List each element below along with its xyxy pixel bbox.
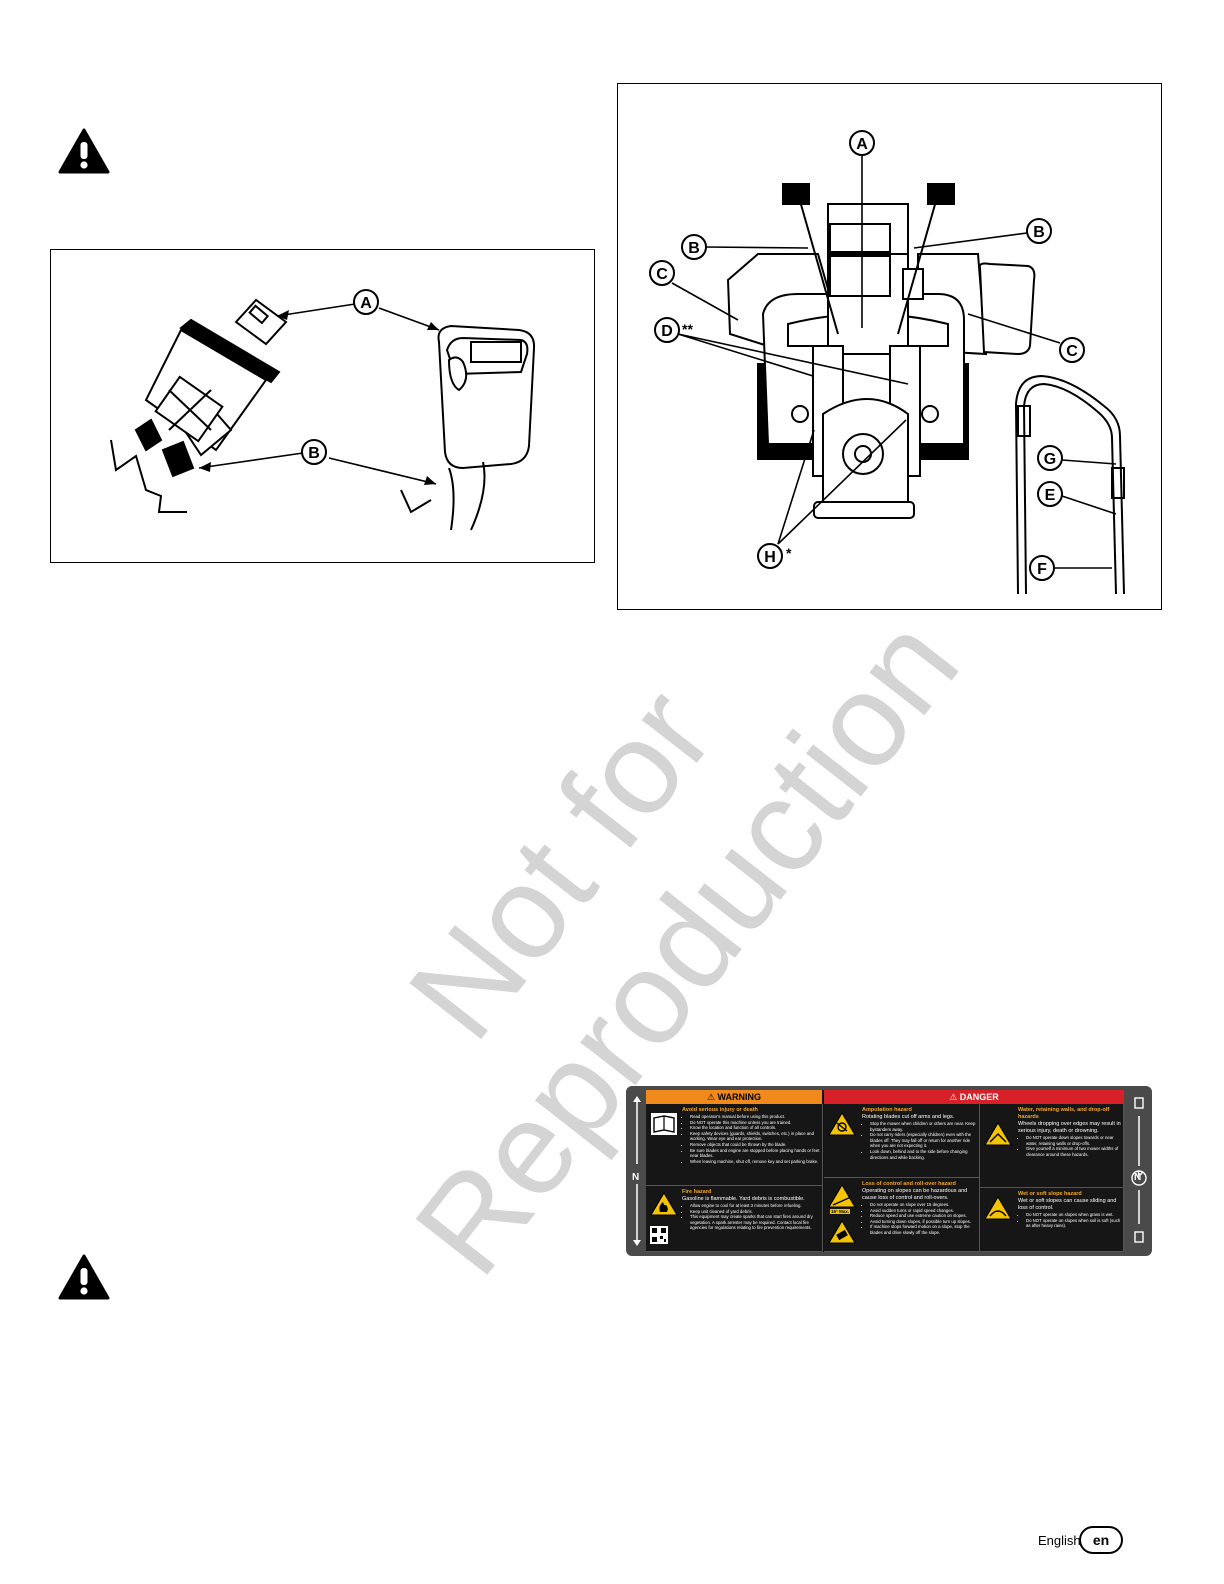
decal-cell-fire: Fire hazard Gasoline is flammable. Yard … bbox=[646, 1186, 823, 1252]
fire-hazard-icon bbox=[650, 1192, 678, 1216]
mower-illustration: A B B C C D ** H * G bbox=[649, 130, 1125, 595]
svg-text:B: B bbox=[308, 445, 320, 462]
seat-belt-figure: A B bbox=[50, 249, 595, 563]
mower-body bbox=[726, 183, 1036, 519]
callout-C-right: C bbox=[1059, 337, 1085, 363]
svg-text:A: A bbox=[360, 295, 372, 312]
belt-tongue bbox=[110, 298, 288, 513]
rollover-hazard-icon bbox=[828, 1220, 856, 1244]
svg-text:*: * bbox=[786, 545, 792, 561]
safety-decal: N N P ⚠ WARNING ⚠ DANGER Avoid serious i… bbox=[626, 1086, 1152, 1256]
callout-F: F bbox=[1029, 555, 1055, 581]
footer-language: English bbox=[1038, 1533, 1081, 1548]
callout-A: A bbox=[849, 130, 875, 156]
amputation-hazard-icon bbox=[828, 1112, 856, 1136]
decal-danger-header: ⚠ DANGER bbox=[824, 1090, 1124, 1104]
callout-E: E bbox=[1037, 481, 1063, 507]
svg-text:E: E bbox=[1045, 487, 1056, 504]
seat-belt-illustration: A B bbox=[110, 289, 536, 531]
svg-text:C: C bbox=[1066, 343, 1078, 360]
callout-B-right: B bbox=[1026, 218, 1052, 244]
warning-triangle-icon bbox=[58, 128, 110, 174]
belt-buckle bbox=[400, 324, 536, 531]
decal-side-right: N bbox=[1134, 1172, 1142, 1183]
svg-text:B: B bbox=[1033, 224, 1045, 241]
callout-leaders bbox=[671, 156, 1117, 569]
decal-cell-rollover: 15° Max. Loss of control and roll-over h… bbox=[824, 1178, 980, 1252]
svg-text:**: ** bbox=[682, 321, 693, 337]
callout-B-left: B bbox=[681, 234, 707, 260]
svg-text:H: H bbox=[764, 549, 776, 566]
callout-B: B bbox=[301, 439, 327, 465]
callout-A: A bbox=[353, 289, 379, 315]
mower-safety-figure: A B B C C D ** H * G bbox=[617, 83, 1162, 610]
callout-G: G bbox=[1037, 445, 1063, 471]
footer-language-code: en bbox=[1079, 1526, 1123, 1554]
decal-side-left: N bbox=[632, 1172, 640, 1183]
svg-text:B: B bbox=[688, 240, 700, 257]
decal-panel: ⚠ WARNING ⚠ DANGER Avoid serious injury … bbox=[646, 1090, 1124, 1252]
slope-max-tag: 15° Max. bbox=[830, 1209, 851, 1214]
dropoff-hazard-icon bbox=[984, 1122, 1012, 1146]
qr-code-icon bbox=[650, 1226, 668, 1244]
svg-text:C: C bbox=[656, 266, 668, 283]
decal-cell-dropoff: Water, retaining walls, and drop-off haz… bbox=[980, 1104, 1124, 1188]
callout-C-left: C bbox=[649, 260, 675, 286]
warning-triangle-icon bbox=[58, 1254, 110, 1300]
svg-text:G: G bbox=[1044, 451, 1056, 468]
decal-cell-general: Avoid serious injury or death Read opera… bbox=[646, 1104, 823, 1186]
slope-hazard-icon bbox=[828, 1184, 856, 1208]
handle-detail bbox=[1014, 374, 1125, 595]
manual-book-icon bbox=[651, 1113, 677, 1135]
decal-warning-header: ⚠ WARNING bbox=[646, 1090, 822, 1104]
wet-slope-hazard-icon bbox=[984, 1196, 1012, 1220]
decal-left-arrow-icon bbox=[633, 1096, 641, 1246]
decal-cell-amputation: Amputation hazard Rotating blades cut of… bbox=[824, 1104, 980, 1178]
svg-text:D: D bbox=[661, 323, 673, 340]
svg-text:A: A bbox=[856, 136, 868, 153]
svg-text:F: F bbox=[1037, 561, 1047, 578]
callout-H: H * bbox=[757, 543, 792, 569]
callout-D: D ** bbox=[654, 317, 693, 343]
decal-cell-wet-slope: Wet or soft slope hazard Wet or soft slo… bbox=[980, 1188, 1124, 1252]
decal-park-symbol: P bbox=[1137, 1170, 1143, 1179]
decal-right-park-icon bbox=[1131, 1097, 1147, 1243]
